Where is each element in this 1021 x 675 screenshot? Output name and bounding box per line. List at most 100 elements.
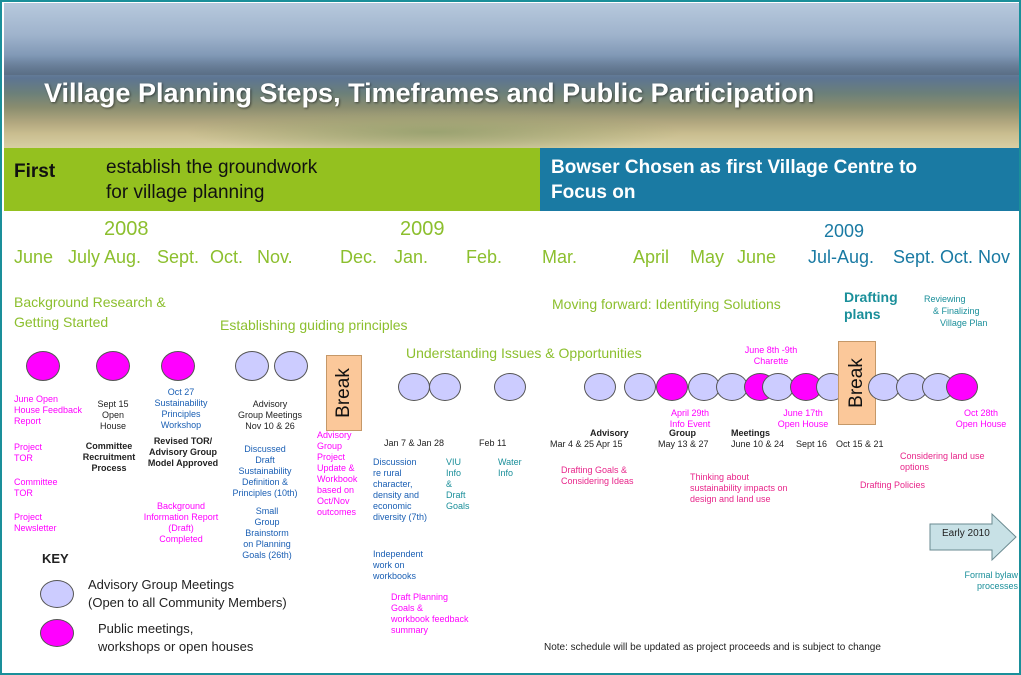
note-line: Oct/Nov bbox=[317, 496, 350, 506]
note-line: Advisory Group bbox=[148, 447, 217, 457]
note-line: Workbook bbox=[317, 474, 358, 484]
month-april: April bbox=[633, 247, 670, 267]
note-line: Info bbox=[498, 468, 514, 478]
phase-reviewing-line2: & Finalizing bbox=[933, 306, 980, 316]
month-jan: Jan. bbox=[394, 247, 429, 267]
first-label: First bbox=[14, 161, 56, 182]
header-banner-photo bbox=[4, 3, 1021, 148]
month-jul-aug: July Aug. bbox=[68, 247, 142, 267]
key-advisory-line1: Advisory Group Meetings bbox=[88, 577, 234, 592]
note-line: Process bbox=[91, 463, 127, 473]
advisory-meeting-marker bbox=[398, 373, 430, 401]
note-feb-date: Feb 11 bbox=[479, 438, 507, 448]
month-sept: Sept. bbox=[157, 247, 200, 267]
note-line: Nov 10 & 26 bbox=[245, 421, 295, 431]
note-line: Information Report bbox=[143, 512, 219, 522]
note-line: Goals (26th) bbox=[242, 550, 292, 560]
schedule-note: Note: schedule will be updated as projec… bbox=[544, 642, 881, 653]
phase-guiding-principles: Establishing guiding principles bbox=[220, 317, 408, 333]
note-line: Group bbox=[254, 517, 280, 527]
note-line: Completed bbox=[159, 534, 203, 544]
public-meeting-marker bbox=[96, 351, 130, 381]
month-mar: Mar. bbox=[542, 247, 578, 267]
label-group: Group bbox=[669, 428, 696, 438]
note-line: Committee bbox=[85, 441, 133, 451]
note-line: Oct 28th bbox=[963, 408, 999, 418]
key-public-line2: workshops or open houses bbox=[98, 639, 254, 654]
note-line: Sept 15 bbox=[97, 399, 129, 409]
note-line: Sustainability bbox=[154, 398, 208, 408]
page-title: Village Planning Steps, Timeframes and P… bbox=[44, 78, 815, 108]
arrow-right-icon bbox=[929, 512, 1017, 562]
note-line: Charette bbox=[753, 356, 789, 366]
note-line: Project bbox=[14, 512, 43, 522]
note-line: June 17th bbox=[783, 408, 823, 418]
note-oct15: Oct 15 & 21 bbox=[836, 439, 884, 449]
public-meeting-marker bbox=[656, 373, 688, 401]
key-public-line1: Public meetings, bbox=[98, 621, 194, 636]
note-line: Group Meetings bbox=[237, 410, 303, 420]
public-meeting-marker bbox=[946, 373, 978, 401]
note-line: Recruitment bbox=[82, 452, 136, 462]
month-sept-oct-nov: Sept. Oct. Nov bbox=[893, 247, 1011, 267]
advisory-meeting-marker bbox=[429, 373, 461, 401]
note-line: Water bbox=[498, 457, 522, 467]
note-line: Advisory bbox=[252, 399, 288, 409]
note-line: based on bbox=[317, 485, 355, 495]
advisory-meeting-marker bbox=[688, 373, 720, 401]
groundwork-line1: establish the groundwork bbox=[106, 157, 318, 178]
note-line: Open bbox=[101, 410, 125, 420]
note-line: Brainstorm bbox=[245, 528, 289, 538]
note-line: April 29th bbox=[670, 408, 710, 418]
note-line: design and land use bbox=[690, 494, 771, 504]
note-drafting-policies: Drafting Policies bbox=[860, 480, 926, 490]
note-line: Discussion bbox=[373, 457, 417, 467]
phase-understanding-issues: Understanding Issues & Opportunities bbox=[406, 345, 642, 361]
note-line: economic bbox=[373, 501, 412, 511]
note-line: Draft bbox=[255, 455, 275, 465]
month-jul-aug-2009: Jul-Aug. bbox=[808, 247, 875, 267]
early-2010-label: Early 2010 bbox=[942, 528, 990, 539]
note-june-dates: June 10 & 24 bbox=[731, 439, 785, 449]
note-line: Draft bbox=[446, 490, 466, 500]
key-public-marker bbox=[40, 619, 74, 647]
note-line: House bbox=[99, 421, 126, 431]
phase-background-line1: Background Research & bbox=[14, 294, 166, 310]
note-line: outcomes bbox=[317, 507, 357, 517]
note-line: Project bbox=[14, 442, 43, 452]
advisory-meeting-marker bbox=[494, 373, 526, 401]
bowser-line1: Bowser Chosen as first Village Centre to bbox=[551, 157, 918, 178]
note-line: VIU bbox=[446, 457, 462, 467]
advisory-meeting-marker bbox=[868, 373, 900, 401]
note-line: Newsletter bbox=[14, 523, 57, 533]
note-line: Sustainability bbox=[238, 466, 292, 476]
label-advisory: Advisory bbox=[590, 428, 629, 438]
note-line: processes bbox=[976, 581, 1018, 591]
note-line: Small bbox=[255, 506, 279, 516]
note-line: Open House bbox=[777, 419, 829, 429]
note-line: Principles (10th) bbox=[232, 488, 298, 498]
break-label: Break bbox=[846, 358, 867, 408]
note-line: & bbox=[446, 479, 453, 489]
month-may: May bbox=[690, 247, 725, 267]
note-line: character, bbox=[373, 479, 413, 489]
advisory-meeting-marker bbox=[624, 373, 656, 401]
note-jan-dates: Jan 7 & Jan 28 bbox=[384, 438, 445, 448]
note-line: June Open bbox=[14, 394, 59, 404]
note-mar-apr-dates: Mar 4 & 25 Apr 15 bbox=[550, 439, 623, 449]
public-meeting-marker bbox=[161, 351, 195, 381]
note-line: Thinking about bbox=[690, 472, 750, 482]
advisory-meeting-marker bbox=[274, 351, 308, 381]
month-oct: Oct. bbox=[210, 247, 244, 267]
